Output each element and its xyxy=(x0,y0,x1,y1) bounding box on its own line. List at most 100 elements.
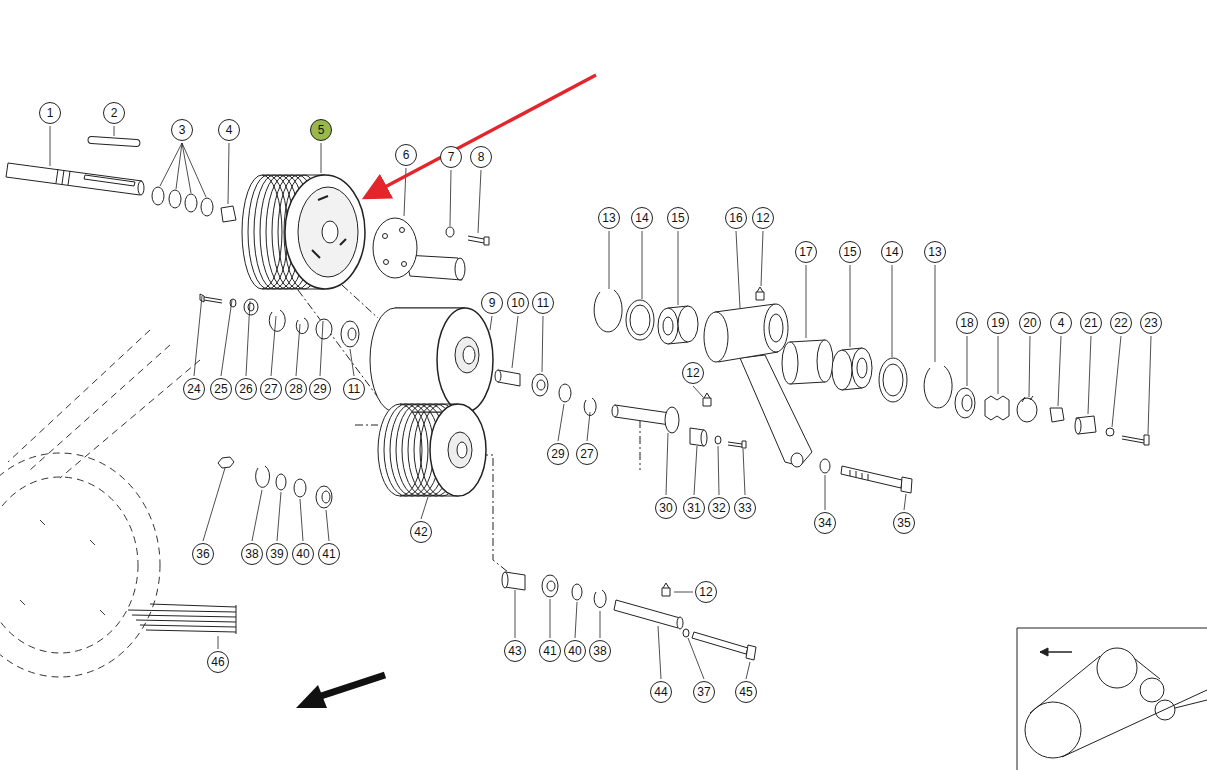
tension-arm xyxy=(740,355,812,466)
callout-circle: 35 xyxy=(893,512,915,534)
small-parts-left xyxy=(244,299,258,315)
small-parts-lower xyxy=(218,457,234,468)
callout-circle: 26 xyxy=(235,378,257,400)
tension-arm xyxy=(704,304,812,467)
drive-wheel-outline xyxy=(20,520,106,616)
belt-path xyxy=(640,420,641,470)
drive-wheel-outline xyxy=(0,477,138,653)
idler-roller xyxy=(455,337,479,373)
roller-bearing-parts xyxy=(495,370,596,416)
long-bolt xyxy=(850,470,868,480)
lower-pulley xyxy=(378,404,486,496)
bearing-set xyxy=(883,364,903,396)
callout-circle: 13 xyxy=(924,241,946,263)
callout-number: 24 xyxy=(187,383,200,395)
callout-number: 38 xyxy=(593,645,606,657)
pivot-pin xyxy=(701,430,707,446)
callout-circle: 43 xyxy=(504,640,526,662)
lower-pulley xyxy=(378,404,422,496)
callout-circle: 40 xyxy=(292,543,314,565)
long-bolt xyxy=(901,477,912,493)
callout-circle: 22 xyxy=(1110,312,1132,334)
grooved-pulley xyxy=(242,175,365,289)
callout-circle: 23 xyxy=(1140,312,1162,334)
callout-number: 15 xyxy=(843,246,856,258)
callout-circle: 14 xyxy=(881,241,903,263)
callout-number: 2 xyxy=(111,107,118,119)
bearing-set xyxy=(594,290,622,332)
callout-number: 37 xyxy=(697,686,710,698)
bearing-set xyxy=(817,340,833,382)
callout-circle: 12 xyxy=(752,207,774,229)
callout-circle: 12 xyxy=(695,581,717,603)
callout-number: 8 xyxy=(478,151,485,163)
callout-circle: 25 xyxy=(210,378,232,400)
direction-arrow xyxy=(296,675,385,708)
pivot-pin xyxy=(715,436,721,444)
bearing-set xyxy=(678,306,698,342)
small-parts-lower xyxy=(218,457,332,508)
shaft xyxy=(6,163,142,195)
parts-drawing xyxy=(0,126,1151,679)
small-parts-left xyxy=(316,319,332,339)
bearing-set xyxy=(626,300,654,340)
grooved-pulley xyxy=(298,187,358,277)
callout-circle: 1 xyxy=(39,102,61,124)
flange-hub xyxy=(402,262,407,267)
callout-circle: 39 xyxy=(266,543,288,565)
flange-hub xyxy=(383,234,388,239)
callout-circle: 21 xyxy=(1080,312,1102,334)
small-parts-left xyxy=(248,303,254,311)
small-parts-left xyxy=(200,294,222,303)
callout-circle: 8 xyxy=(470,146,492,168)
callout-circle: 3 xyxy=(171,119,193,141)
callout-circle: 36 xyxy=(192,543,214,565)
callout-number: 40 xyxy=(296,548,309,560)
callout-number: 6 xyxy=(403,149,410,161)
callout-number: 5 xyxy=(318,124,325,136)
callout-circle: 30 xyxy=(655,497,677,519)
lower-pin-parts xyxy=(683,629,689,637)
direction-arrow xyxy=(296,685,327,708)
callout-number: 30 xyxy=(659,502,672,514)
callout-circle: 14 xyxy=(631,207,653,229)
callout-circle: 15 xyxy=(839,241,861,263)
lower-pulley xyxy=(390,404,434,496)
cone-sleeve xyxy=(221,206,236,222)
small-parts-lower xyxy=(276,474,286,490)
pivot-pin xyxy=(665,407,679,433)
callout-circle: 44 xyxy=(650,681,672,703)
roller-bearing-parts xyxy=(532,374,548,396)
washer xyxy=(446,227,454,237)
callout-number: 4 xyxy=(1058,317,1065,329)
flange-hub xyxy=(455,258,465,280)
callout-number: 41 xyxy=(322,548,335,560)
idler-roller xyxy=(370,308,493,412)
callout-number: 7 xyxy=(448,151,455,163)
callout-number: 41 xyxy=(543,645,556,657)
belt-path xyxy=(355,425,378,426)
callout-circle: 9 xyxy=(481,292,503,314)
right-end-parts xyxy=(1050,408,1064,422)
idler-roller xyxy=(437,308,493,412)
callout-number: 12 xyxy=(686,367,699,379)
shaft xyxy=(6,163,144,195)
callout-circle: 45 xyxy=(735,681,757,703)
belt-layout-inset xyxy=(1097,648,1137,688)
small-parts-lower xyxy=(322,491,330,503)
small-parts-left xyxy=(296,318,308,334)
callout-number: 11 xyxy=(348,383,360,395)
lower-pulley xyxy=(384,404,428,496)
callout-number: 19 xyxy=(991,317,1004,329)
bearing-set xyxy=(852,348,872,388)
right-end-parts xyxy=(955,388,1149,445)
grooved-pulley xyxy=(322,221,338,243)
shaft xyxy=(56,169,70,185)
lower-pulley xyxy=(448,432,472,468)
callout-number: 29 xyxy=(551,448,564,460)
belt-layout-inset xyxy=(1140,678,1164,702)
small-parts-left xyxy=(269,310,285,331)
callout-circle: 16 xyxy=(725,207,747,229)
callout-number: 17 xyxy=(799,246,812,258)
